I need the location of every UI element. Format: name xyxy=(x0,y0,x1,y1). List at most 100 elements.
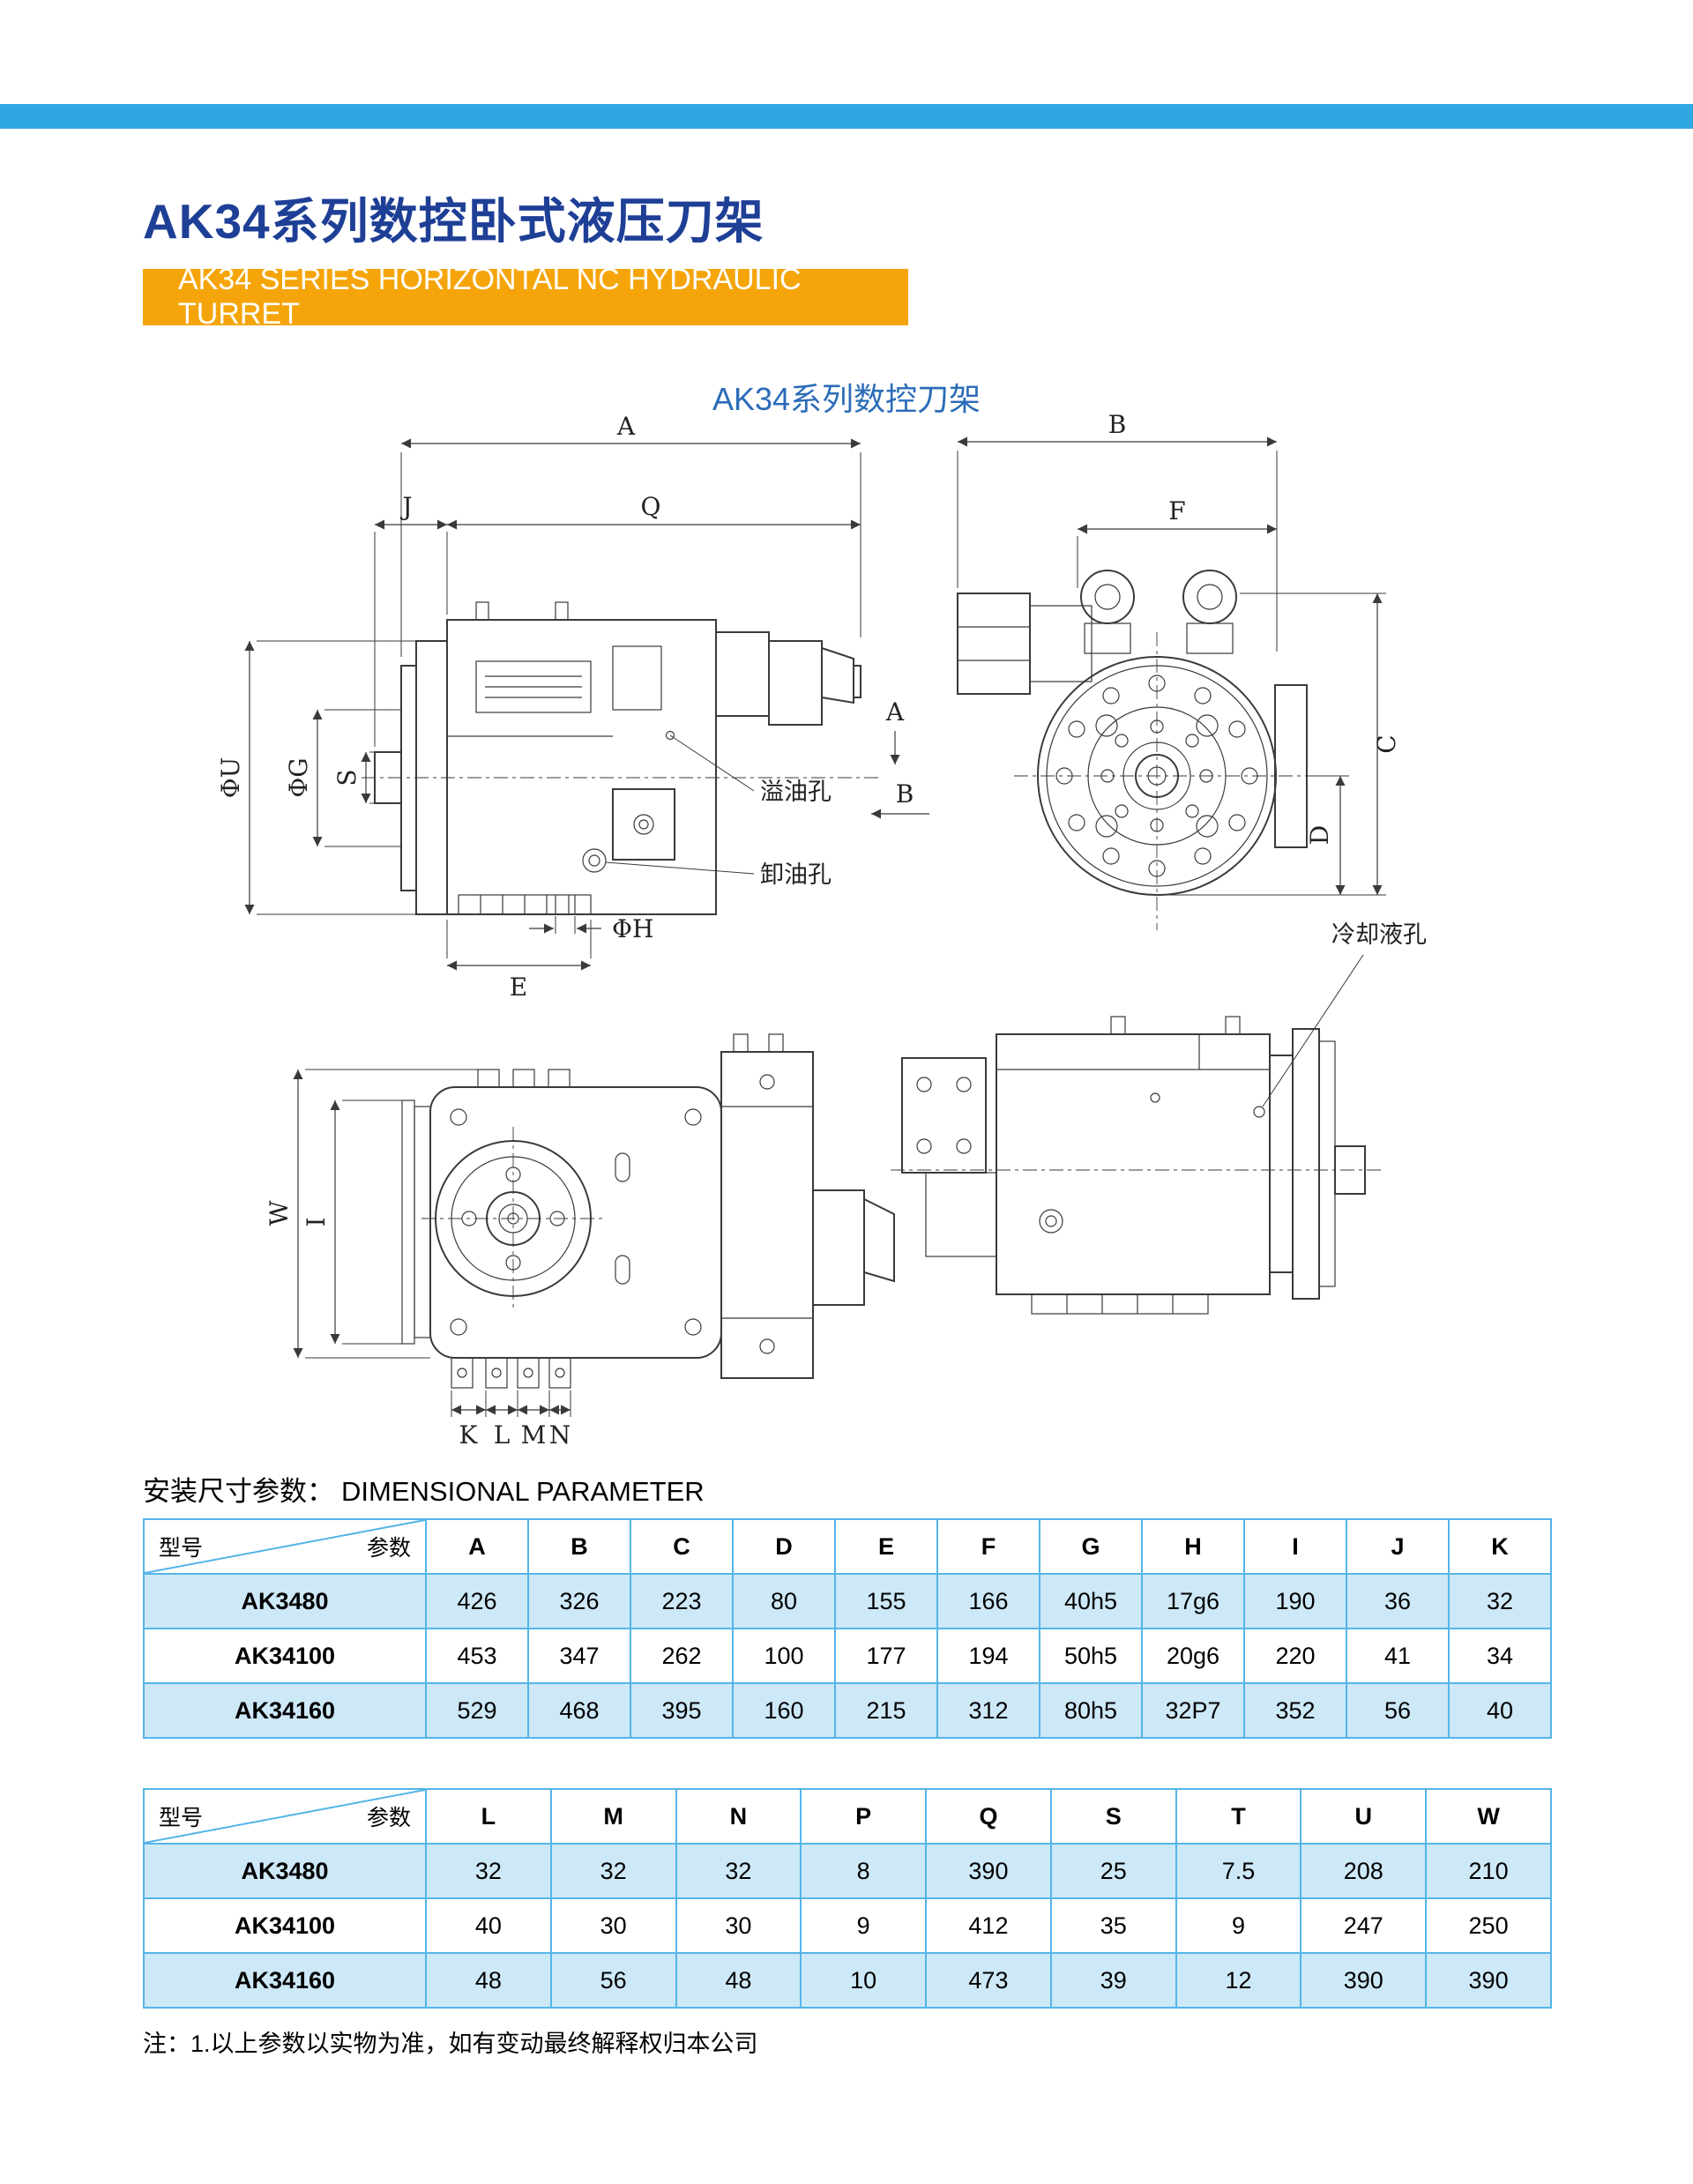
value-cell: 155 xyxy=(834,1573,938,1629)
value-cell: 10 xyxy=(800,1952,928,2009)
value-cell: 177 xyxy=(834,1628,938,1684)
column-header-P: P xyxy=(800,1788,928,1845)
series-banner-text: AK34 SERIES HORIZONTAL NC HYDRAULIC TURR… xyxy=(178,263,802,331)
corner-cell: 型号 参数 xyxy=(143,1788,427,1845)
model-cell: AK34160 xyxy=(143,1682,427,1739)
corner-row-header: 型号 xyxy=(159,1806,204,1830)
value-cell: 352 xyxy=(1243,1682,1347,1739)
column-header-W: W xyxy=(1425,1788,1552,1845)
value-cell: 40h5 xyxy=(1039,1573,1143,1629)
value-cell: 12 xyxy=(1175,1952,1302,2009)
value-cell: 223 xyxy=(630,1573,734,1629)
value-cell: 25 xyxy=(1049,1843,1177,1899)
value-cell: 56 xyxy=(1346,1682,1450,1739)
value-cell: 426 xyxy=(425,1573,529,1629)
value-cell: 32 xyxy=(425,1843,552,1899)
value-cell: 48 xyxy=(675,1952,802,2009)
column-header-N: N xyxy=(675,1788,802,1845)
top-stripe xyxy=(0,104,1693,129)
callout-coolant-hole: 冷却液孔 xyxy=(1331,921,1427,948)
value-cell: 473 xyxy=(925,1952,1052,2009)
model-cell: AK34100 xyxy=(143,1897,427,1954)
column-header-U: U xyxy=(1300,1788,1428,1845)
value-cell: 9 xyxy=(1175,1897,1302,1954)
dim-label-a: A xyxy=(616,412,636,441)
column-header-M: M xyxy=(549,1788,677,1845)
value-cell: 453 xyxy=(425,1628,529,1684)
model-cell: AK3480 xyxy=(143,1843,427,1899)
dim-label-w: W xyxy=(265,1200,294,1226)
value-cell: 160 xyxy=(732,1682,836,1739)
model-cell: AK34100 xyxy=(143,1628,427,1684)
value-cell: 35 xyxy=(1049,1897,1177,1954)
value-cell: 190 xyxy=(1243,1573,1347,1629)
view-side-main: A J Q ΦU ΦG S E xyxy=(216,412,929,1002)
value-cell: 17g6 xyxy=(1141,1573,1245,1629)
column-header-K: K xyxy=(1448,1518,1552,1575)
technical-drawing: A J Q ΦU ΦG S E xyxy=(216,410,1427,1450)
view-side-reverse: 冷却液孔 xyxy=(891,921,1427,1315)
dim-label-d: D xyxy=(1305,825,1334,845)
value-cell: 250 xyxy=(1425,1897,1552,1954)
value-cell: 39 xyxy=(1049,1952,1177,2009)
value-cell: 7.5 xyxy=(1175,1843,1302,1899)
value-cell: 220 xyxy=(1243,1628,1347,1684)
value-cell: 41 xyxy=(1346,1628,1450,1684)
drawing-caption: AK34系列数控刀架 xyxy=(712,381,981,417)
dim-label-c: C xyxy=(1372,734,1401,753)
value-cell: 34 xyxy=(1448,1628,1552,1684)
dim-label-f: F xyxy=(1168,496,1185,526)
view-front-flange: W I K L M N xyxy=(265,1033,895,1450)
column-header-C: C xyxy=(630,1518,734,1575)
corner-col-header: 参数 xyxy=(366,1806,411,1830)
view-marker-b: B xyxy=(896,779,914,809)
dim-label-s: S xyxy=(332,769,362,786)
column-header-A: A xyxy=(425,1518,529,1575)
column-header-E: E xyxy=(834,1518,938,1575)
dim-label-phi-h: ΦH xyxy=(612,914,653,943)
corner-row-header: 型号 xyxy=(159,1536,204,1561)
dim-label-phi-u: ΦU xyxy=(216,757,245,799)
view-front-circular: B F C D xyxy=(957,410,1401,930)
dim-label-b: B xyxy=(1108,410,1127,439)
value-cell: 390 xyxy=(1300,1952,1428,2009)
value-cell: 395 xyxy=(630,1682,734,1739)
value-cell: 32 xyxy=(1448,1573,1552,1629)
value-cell: 326 xyxy=(527,1573,631,1629)
model-cell: AK3480 xyxy=(143,1573,427,1629)
value-cell: 390 xyxy=(925,1843,1052,1899)
dim-label-m: M xyxy=(521,1420,547,1450)
value-cell: 194 xyxy=(936,1628,1040,1684)
value-cell: 80h5 xyxy=(1039,1682,1143,1739)
footnote: 注：1.以上参数以实物为准，如有变动最终解释权归本公司 xyxy=(143,2031,758,2057)
section-heading-cn: 安装尺寸参数： xyxy=(143,1476,334,1507)
dim-label-e: E xyxy=(510,973,527,1002)
value-cell: 100 xyxy=(732,1628,836,1684)
page-title: AK34系列数控卧式液压刀架 xyxy=(143,194,764,249)
value-cell: 32 xyxy=(549,1843,677,1899)
callout-drain-oil-hole: 卸油孔 xyxy=(760,861,832,888)
value-cell: 215 xyxy=(834,1682,938,1739)
column-header-F: F xyxy=(936,1518,1040,1575)
value-cell: 412 xyxy=(925,1897,1052,1954)
value-cell: 529 xyxy=(425,1682,529,1739)
value-cell: 30 xyxy=(675,1897,802,1954)
view-marker-a: A xyxy=(885,697,905,727)
series-banner: AK34 SERIES HORIZONTAL NC HYDRAULIC TURR… xyxy=(143,263,908,331)
value-cell: 262 xyxy=(630,1628,734,1684)
column-header-S: S xyxy=(1049,1788,1177,1845)
column-header-D: D xyxy=(732,1518,836,1575)
corner-col-header: 参数 xyxy=(366,1536,411,1561)
value-cell: 210 xyxy=(1425,1843,1552,1899)
value-cell: 347 xyxy=(527,1628,631,1684)
section-heading-en: DIMENSIONAL PARAMETER xyxy=(341,1476,705,1507)
dim-label-phi-g: ΦG xyxy=(284,757,313,797)
value-cell: 468 xyxy=(527,1682,631,1739)
column-header-B: B xyxy=(527,1518,631,1575)
